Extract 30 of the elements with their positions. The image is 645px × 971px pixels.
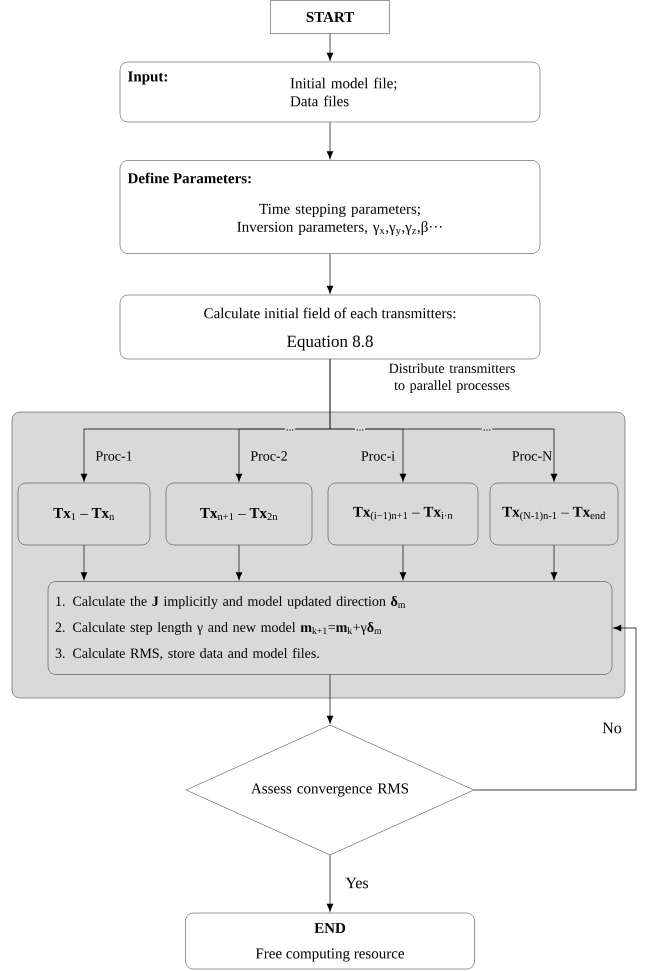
process-box: Calculate initial field of each transmitters: Equation 8.8 [120,294,540,360]
edge-label: Proc-2 [250,451,287,461]
arrow [326,33,334,61]
ellipsis-mark: ... [354,428,366,432]
arrow [326,674,334,724]
arrow [236,544,242,580]
process-box: Tx$_{1}$ – Tx$_{n}$ [18,482,150,546]
edge-label: Proc-1 [96,451,132,461]
ellipsis-mark: ... [482,428,492,432]
arrow [80,544,88,580]
edge-label: Proc-i [361,451,395,461]
input-box: Input: Initial model file; Data files [120,62,540,122]
process-box: Tx$_{(i−1)n+1}$ – Tx$_{i·n}$ [328,482,478,546]
process-box: 1. Calculate the J implicitly and model updated direction δ$_{m}$ 2. Calculate step length γ and new model m$_{k+1}$=m$_{k}$+γδ$_{m}$ 3. Calculate RMS, store data and model files. [48,581,612,675]
edge-label: Proc-N [512,451,552,461]
process-box: Tx$_{n+1}$ – Tx$_{2n}$ [166,482,312,546]
ellipsis-mark: ... [284,428,296,432]
arrow [550,544,558,580]
start-box: START [270,0,390,34]
edge-label: No [602,722,622,734]
process-box: Tx$_{(N-1)n-1}$ – Tx$_{end}$ [490,482,618,546]
arrow [326,854,334,912]
arrow [474,624,636,790]
end-box: END Free computing resource [185,912,475,970]
arrow [326,122,334,160]
edge-label: Yes [346,878,368,888]
arrow [330,358,558,482]
parameter-box: Define Parameters: Time stepping parameters; Inversion parameters, γ$_{x}$,γ$_{y}$,γ$_{z}$,β··· [120,160,540,254]
arrow [400,544,406,580]
arrow [326,253,334,294]
